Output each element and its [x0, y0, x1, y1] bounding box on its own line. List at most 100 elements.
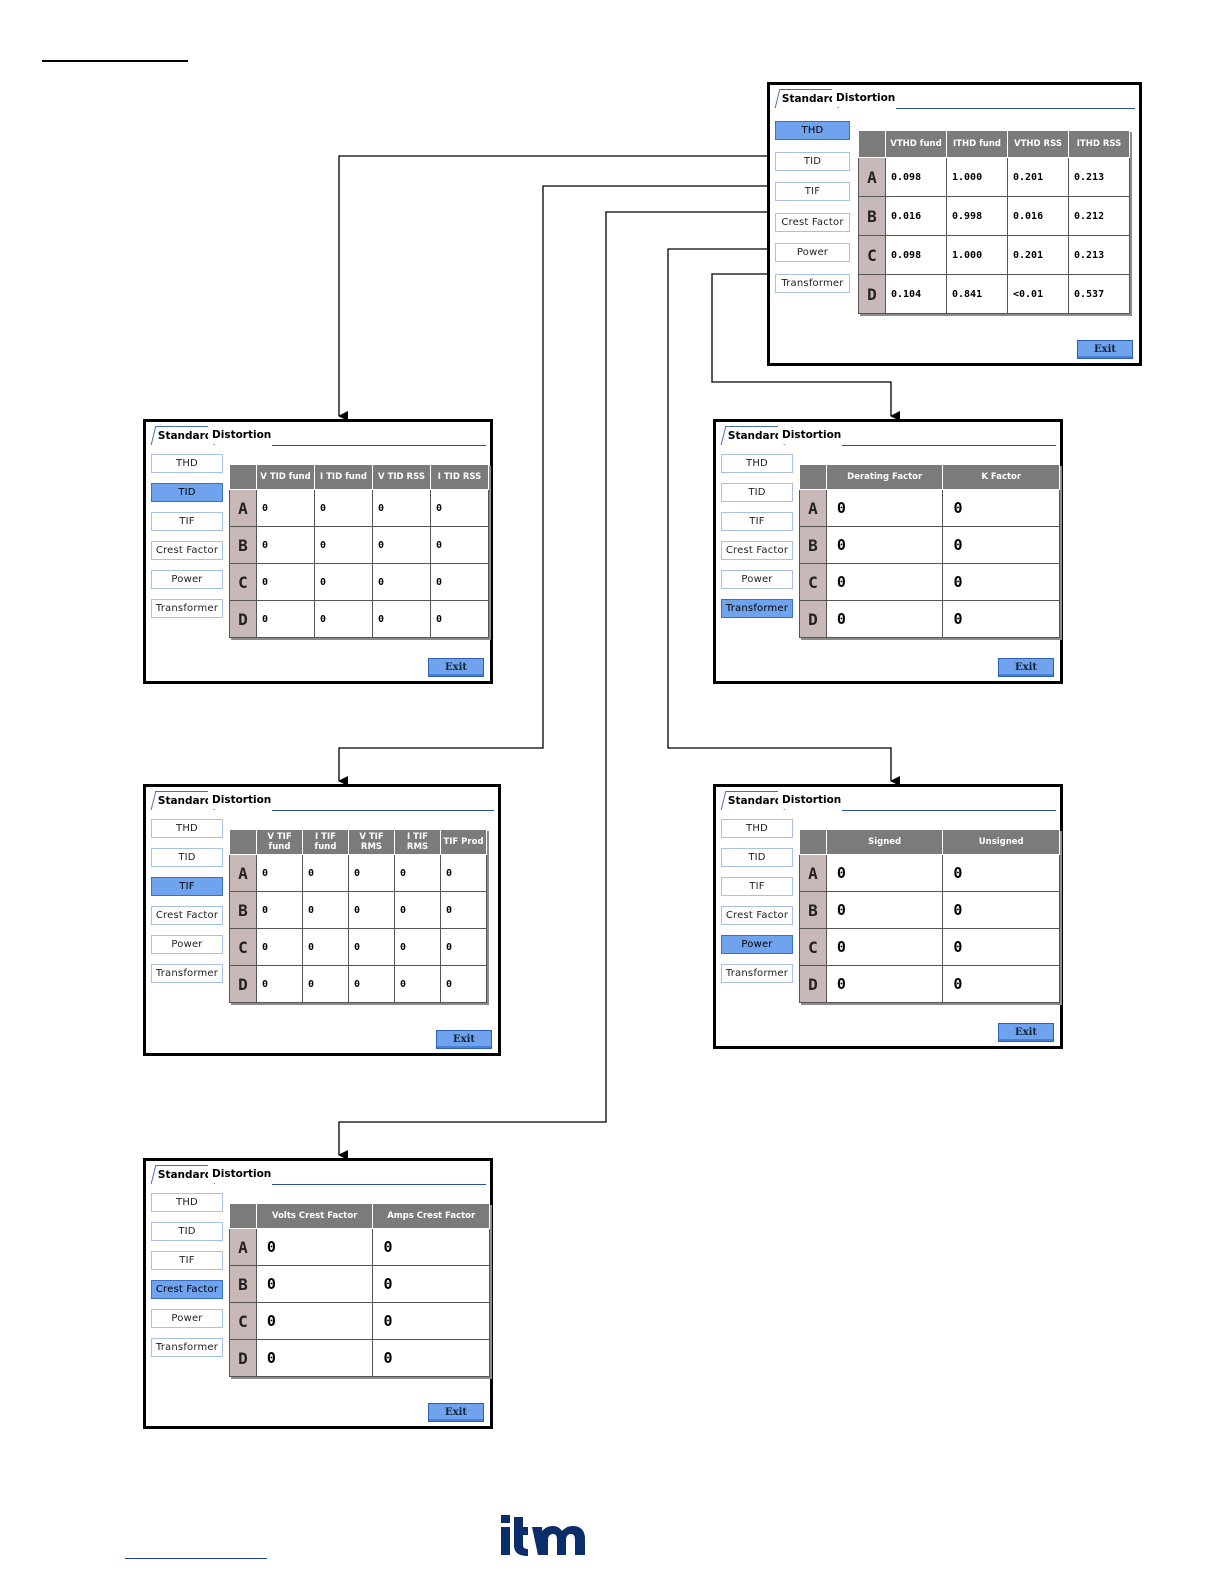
menu-crest-factor-button[interactable]: Crest Factor [151, 906, 223, 925]
table-cell: 0 [825, 891, 944, 929]
table-cell: 0 [942, 928, 1060, 966]
menu-transformer-button[interactable]: Transformer [775, 273, 850, 293]
table-cell: 0 [314, 600, 373, 638]
menu-power-button[interactable]: Power [775, 243, 850, 262]
table-cell: 0 [314, 526, 373, 564]
menu-crest-factor-button[interactable]: Crest Factor [151, 541, 223, 560]
column-header: I TIF fund [302, 829, 349, 855]
table-cell: 0.016 [885, 196, 947, 236]
table-cell: 0.212 [1068, 196, 1130, 236]
table-cell: 0 [825, 854, 944, 892]
menu-thd-button[interactable]: THD [151, 454, 223, 473]
menu-tid-button[interactable]: TID [151, 1222, 223, 1241]
menu-thd-button[interactable]: THD [721, 454, 793, 473]
menu-tif-button[interactable]: TIF [151, 1251, 223, 1270]
menu-tid-button[interactable]: TID [775, 151, 850, 171]
table-cell: 0 [394, 891, 441, 929]
menu-thd-button[interactable]: THD [721, 819, 793, 838]
header-corner [858, 130, 886, 158]
table-cell: 0 [256, 489, 315, 527]
menu-tif-button[interactable]: TIF [721, 512, 793, 531]
table-cell: 0 [372, 1302, 490, 1340]
menu-tif-button[interactable]: TIF [151, 877, 223, 896]
menu-power-button[interactable]: Power [151, 1309, 223, 1328]
menu-tif-button[interactable]: TIF [151, 512, 223, 531]
table-cell: 0 [256, 928, 303, 966]
table-cell: 0 [825, 489, 944, 527]
menu-tif-button[interactable]: TIF [721, 877, 793, 896]
arrow-power [667, 248, 900, 786]
menu-crest-factor-button[interactable]: Crest Factor [151, 1280, 223, 1299]
menu-crest-factor-button[interactable]: Crest Factor [721, 906, 793, 925]
menu-power-button[interactable]: Power [721, 935, 793, 954]
menu-thd-button[interactable]: THD [775, 121, 850, 140]
table-cell: 0 [942, 563, 1060, 601]
phase-label: D [858, 274, 886, 314]
menu-crest-factor-button[interactable]: Crest Factor [775, 212, 850, 232]
table-cell: 0.098 [885, 157, 947, 197]
exit-button[interactable]: Exit [1077, 340, 1133, 359]
menu-power-button[interactable]: Power [151, 570, 223, 589]
column-header: Derating Factor [825, 464, 944, 490]
menu-transformer-button[interactable]: Transformer [151, 599, 223, 618]
column-header: VTHD RSS [1007, 130, 1069, 158]
exit-button[interactable]: Exit [428, 658, 484, 677]
table-cell: 0 [372, 1265, 490, 1303]
table-cell: 0 [372, 1339, 490, 1377]
menu-transformer-button[interactable]: Transformer [721, 964, 793, 983]
tab-distortion[interactable]: Distortion [208, 426, 276, 444]
phase-label: A [229, 854, 257, 892]
menu-power-button[interactable]: Power [721, 570, 793, 589]
tab-distortion[interactable]: Distortion [832, 89, 900, 107]
exit-button[interactable]: Exit [428, 1403, 484, 1422]
menu-transformer-button[interactable]: Transformer [721, 599, 793, 618]
phase-label: D [229, 600, 257, 638]
table-cell: 0.537 [1068, 274, 1130, 314]
tab-distortion[interactable]: Distortion [778, 426, 846, 444]
table-cell: 0 [256, 891, 303, 929]
menu-thd-button[interactable]: THD [151, 1193, 223, 1212]
menu-crest-factor-button[interactable]: Crest Factor [721, 541, 793, 560]
menu-tid-button[interactable]: TID [151, 483, 223, 502]
tab-distortion[interactable]: Distortion [208, 1165, 276, 1183]
menu-tid-button[interactable]: TID [721, 848, 793, 867]
table-cell: 0 [942, 891, 1060, 929]
exit-button[interactable]: Exit [998, 1023, 1054, 1042]
exit-button[interactable]: Exit [998, 658, 1054, 677]
phase-label: D [799, 965, 827, 1003]
menu-transformer-button[interactable]: Transformer [151, 1338, 223, 1357]
header-rule [42, 60, 188, 62]
menu-transformer-button[interactable]: Transformer [151, 964, 223, 983]
menu-tid-button[interactable]: TID [721, 483, 793, 502]
table-cell: 0 [255, 1228, 374, 1266]
tab-distortion[interactable]: Distortion [778, 791, 846, 809]
table-cell: 0 [372, 489, 431, 527]
table-cell: 0 [440, 854, 487, 892]
exit-button[interactable]: Exit [436, 1030, 492, 1049]
arrow-transformer [711, 273, 900, 421]
column-header: VTHD fund [885, 130, 947, 158]
table-cell: 0.213 [1068, 157, 1130, 197]
menu-power-button[interactable]: Power [151, 935, 223, 954]
tab-distortion[interactable]: Distortion [208, 791, 276, 809]
phase-label: B [229, 1265, 257, 1303]
table-cell: 0 [255, 1265, 374, 1303]
menu-tif-button[interactable]: TIF [775, 182, 850, 201]
menu-thd-button[interactable]: THD [151, 819, 223, 838]
menu-tid-button[interactable]: TID [151, 848, 223, 867]
table-cell: 0 [430, 563, 489, 601]
